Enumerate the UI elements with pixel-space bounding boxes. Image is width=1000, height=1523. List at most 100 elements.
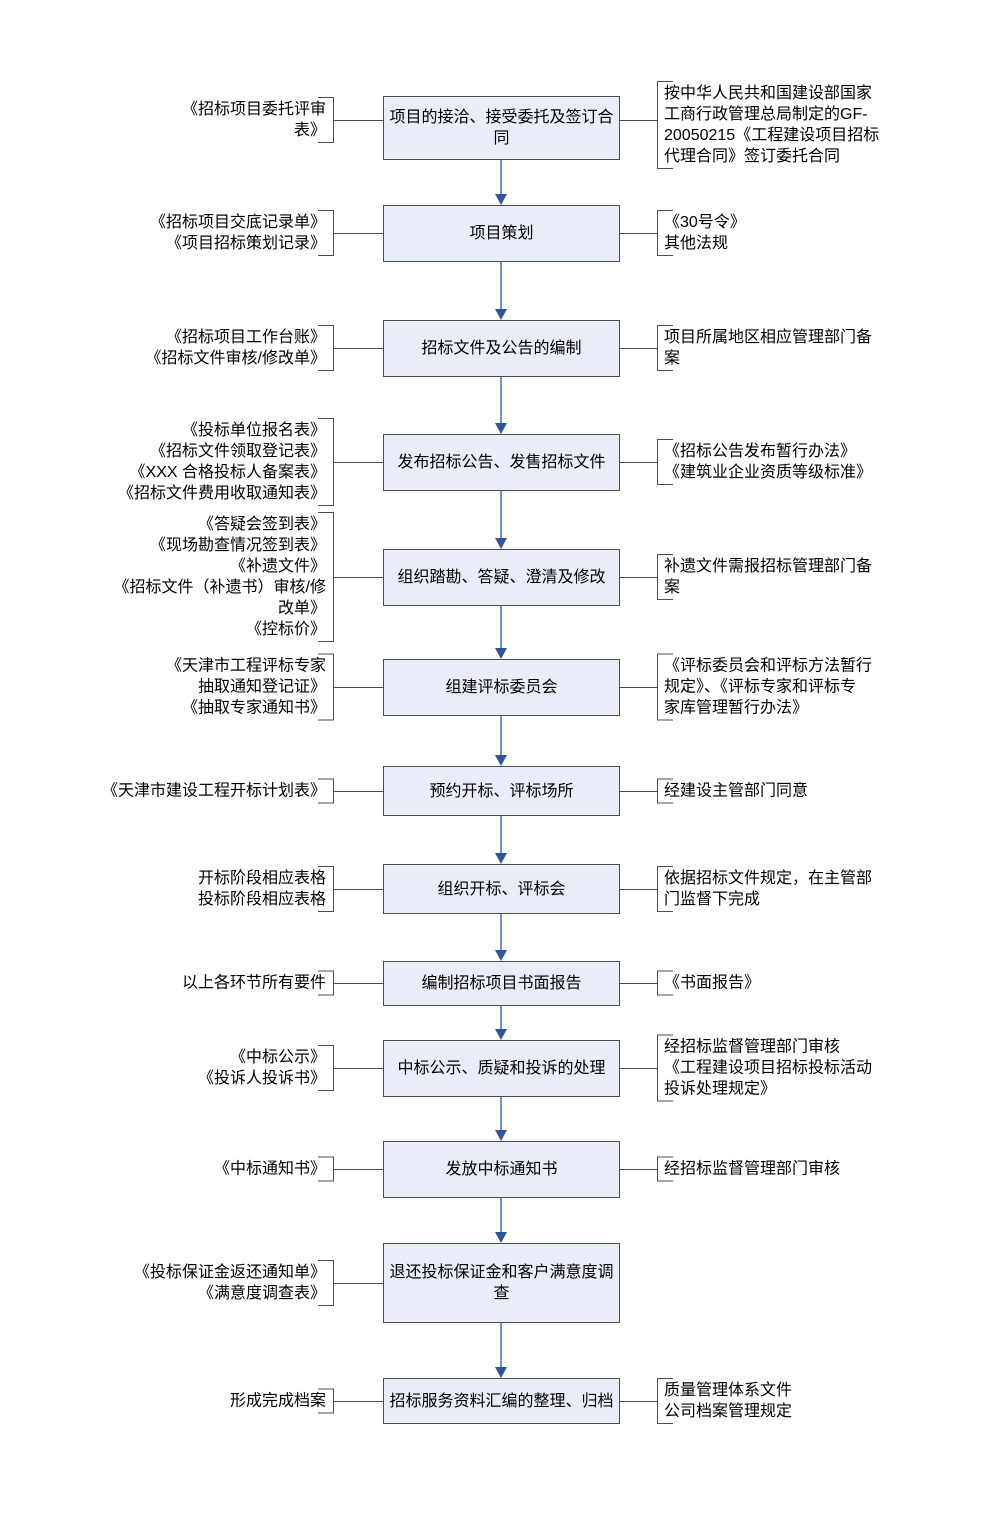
process-box-7: 预约开标、评标场所 [383, 766, 620, 816]
left-doc-label-9: 以上各环节所有要件 [182, 970, 334, 996]
left-connector-line-9 [334, 983, 383, 984]
left-connector-line-3 [334, 348, 383, 349]
flow-arrow-down-5 [494, 606, 507, 659]
process-box-4: 发布招标公告、发售招标文件 [383, 434, 620, 491]
left-doc-label-12: 《投标保证金返还通知单》 《满意度调查表》 [134, 1260, 334, 1306]
flow-arrow-down-3 [494, 377, 507, 434]
left-connector-line-10 [334, 1068, 383, 1069]
left-connector-line-2 [334, 233, 383, 234]
left-doc-label-13: 形成完成档案 [230, 1388, 334, 1414]
flow-arrow-down-4 [494, 491, 507, 549]
right-connector-line-2 [620, 233, 657, 234]
process-box-12: 退还投标保证金和客户满意度调 查 [383, 1243, 620, 1323]
left-doc-label-2: 《招标项目交底记录单》 《项目招标策划记录》 [150, 210, 334, 256]
process-box-7-label: 预约开标、评标场所 [429, 782, 574, 800]
arrow-head-icon [494, 194, 507, 205]
process-box-10: 中标公示、质疑和投诉的处理 [383, 1040, 620, 1097]
right-note-label-8: 依据招标文件规定，在主管部 门监督下完成 [657, 866, 872, 912]
right-note-label-3: 项目所属地区相应管理部门备 案 [657, 325, 872, 371]
arrow-head-icon [494, 423, 507, 434]
flow-arrow-down-9 [494, 1006, 507, 1040]
arrow-shaft [499, 606, 502, 649]
right-note-label-5: 补遗文件需报招标管理部门备 案 [657, 554, 872, 600]
arrow-head-icon [494, 1029, 507, 1040]
arrow-shaft [499, 716, 502, 756]
left-connector-line-5 [334, 577, 383, 578]
right-connector-line-1 [620, 120, 657, 121]
right-connector-line-7 [620, 791, 657, 792]
flow-arrow-down-10 [494, 1097, 507, 1141]
right-connector-line-8 [620, 889, 657, 890]
arrow-shaft [499, 1006, 502, 1030]
process-box-11: 发放中标通知书 [383, 1141, 620, 1198]
left-doc-label-11: 《中标通知书》 [214, 1156, 334, 1182]
left-connector-line-13 [334, 1401, 383, 1402]
process-box-6: 组建评标委员会 [383, 659, 620, 716]
arrow-shaft [499, 491, 502, 539]
left-connector-line-11 [334, 1169, 383, 1170]
left-doc-label-1: 《招标项目委托评审 表》 [182, 97, 334, 143]
left-doc-label-4: 《投标单位报名表》 《招标文件领取登记表》 《XXX 合格投标人备案表》 《招标… [118, 418, 334, 506]
process-box-9-label: 编制招标项目书面报告 [421, 975, 582, 992]
right-note-label-6: 《评标委员会和评标方法暂行 规定》、《评标专家和评标专 家库管理暂行办法》 [657, 653, 872, 721]
right-connector-line-4 [620, 462, 657, 463]
right-connector-line-5 [620, 577, 657, 578]
right-note-label-4: 《招标公告发布暂行办法》 《建筑业企业资质等级标准》 [657, 439, 872, 485]
left-doc-label-3: 《招标项目工作台账》 《招标文件审核/修改单》 [146, 325, 334, 371]
process-box-6-label: 组建评标委员会 [445, 679, 558, 696]
right-note-label-11: 经招标监督管理部门审核 [657, 1156, 840, 1182]
arrow-shaft [499, 1097, 502, 1131]
left-connector-line-12 [334, 1283, 383, 1284]
process-box-1-label: 项目的接洽、接受委托及签订合 同 [389, 109, 614, 147]
arrow-head-icon [494, 538, 507, 549]
left-connector-line-1 [334, 120, 383, 121]
process-box-13: 招标服务资料汇编的整理、归档 [383, 1378, 620, 1424]
right-connector-line-10 [620, 1068, 657, 1069]
right-connector-line-3 [620, 348, 657, 349]
process-box-3-label: 招标文件及公告的编制 [421, 340, 582, 357]
arrow-head-icon [494, 755, 507, 766]
process-box-13-label: 招标服务资料汇编的整理、归档 [389, 1392, 614, 1410]
right-note-label-1: 按中华人民共和国建设部国家 工商行政管理总局制定的GF- 20050215《工程… [657, 81, 879, 169]
flow-arrow-down-12 [494, 1323, 507, 1378]
arrow-head-icon [494, 1130, 507, 1141]
process-box-10-label: 中标公示、质疑和投诉的处理 [397, 1060, 606, 1077]
flow-arrow-down-6 [494, 716, 507, 766]
process-box-5: 组织踏勘、答疑、澄清及修改 [383, 549, 620, 606]
process-box-8-label: 组织开标、评标会 [437, 880, 566, 898]
arrow-shaft [499, 377, 502, 424]
left-connector-line-6 [334, 687, 383, 688]
left-connector-line-4 [334, 462, 383, 463]
arrow-shaft [499, 160, 502, 195]
flow-arrow-down-11 [494, 1198, 507, 1243]
process-box-2-label: 项目策划 [469, 225, 534, 242]
right-note-label-9: 《书面报告》 [657, 970, 760, 996]
flow-arrow-down-1 [494, 160, 507, 205]
right-connector-line-11 [620, 1169, 657, 1170]
right-note-label-7: 经建设主管部门同意 [657, 778, 808, 804]
left-doc-label-10: 《中标公示》 《投诉人投诉书》 [198, 1045, 334, 1091]
arrow-head-icon [494, 1367, 507, 1378]
process-box-2: 项目策划 [383, 205, 620, 262]
arrow-head-icon [494, 309, 507, 320]
process-box-5-label: 组织踏勘、答疑、澄清及修改 [397, 569, 606, 586]
flow-arrow-down-8 [494, 914, 507, 961]
right-note-label-10: 经招标监督管理部门审核 《工程建设项目招标投标活动 投诉处理规定》 [657, 1034, 872, 1102]
arrow-head-icon [494, 853, 507, 864]
process-box-8: 组织开标、评标会 [383, 864, 620, 914]
arrow-shaft [499, 914, 502, 951]
process-box-9: 编制招标项目书面报告 [383, 961, 620, 1006]
left-doc-label-7: 《天津市建设工程开标计划表》 [102, 778, 334, 804]
right-connector-line-9 [620, 983, 657, 984]
arrow-shaft [499, 1323, 502, 1368]
left-doc-label-8: 开标阶段相应表格 投标阶段相应表格 [198, 866, 334, 912]
arrow-shaft [499, 262, 502, 310]
arrow-head-icon [494, 648, 507, 659]
arrow-head-icon [494, 950, 507, 961]
right-note-label-13: 质量管理体系文件 公司档案管理规定 [657, 1378, 792, 1424]
process-box-12-label: 退还投标保证金和客户满意度调 查 [389, 1264, 614, 1302]
process-box-4-label: 发布招标公告、发售招标文件 [397, 454, 606, 471]
left-doc-label-5: 《答疑会签到表》 《现场勘查情况签到表》 《补遗文件》 《招标文件（补遗书）审核… [114, 512, 334, 642]
right-note-label-2: 《30号令》 其他法规 [657, 210, 746, 256]
